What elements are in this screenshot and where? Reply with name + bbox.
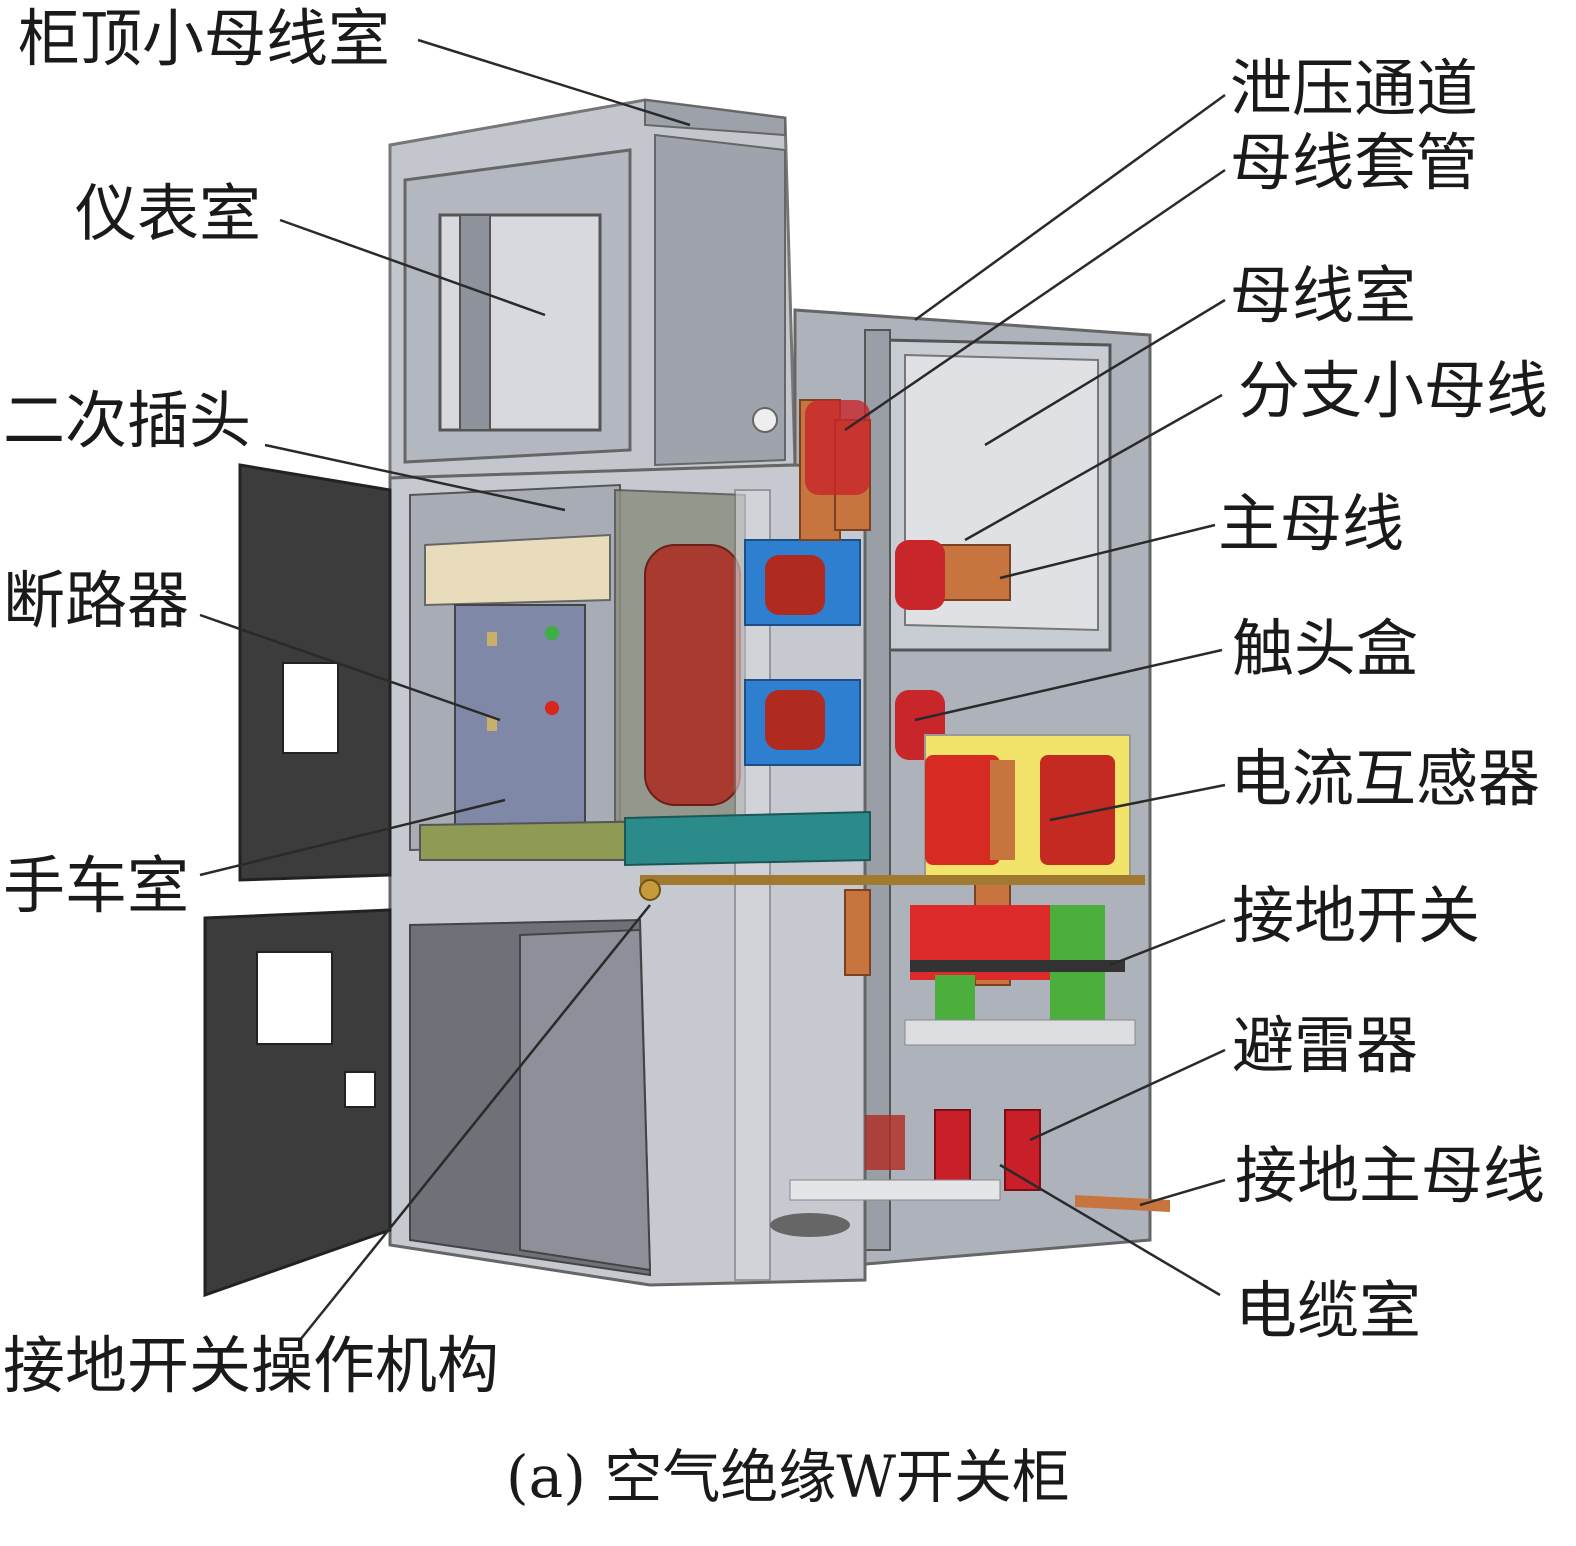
- label-branch-small-busbar: 分支小母线: [1238, 354, 1549, 427]
- instrument-room-box: [388, 98, 797, 480]
- label-handcart-room: 手车室: [3, 849, 190, 922]
- circuit-breaker: [424, 488, 746, 837]
- label-surge-arrester: 避雷器: [1232, 1009, 1419, 1082]
- label-current-transformer: 电流互感器: [1230, 742, 1541, 815]
- label-cable-room: 电缆室: [1235, 1274, 1422, 1347]
- lower-door: [203, 908, 392, 1298]
- label-earthing-switch-mechanism: 接地开关操作机构: [3, 1329, 500, 1402]
- earthing-main-busbar: [770, 1179, 1170, 1237]
- current-transformers: [924, 734, 1131, 881]
- handcart-rail: [419, 810, 871, 867]
- figure-caption: (a) 空气绝缘W开关柜: [506, 1443, 1070, 1511]
- label-busbar-bushing: 母线套管: [1230, 126, 1479, 199]
- busbar-bushings: [744, 539, 861, 766]
- label-main-busbar: 主母线: [1218, 487, 1405, 560]
- label-pressure-relief-channel: 泄压通道: [1230, 52, 1479, 125]
- label-busbar-room: 母线室: [1230, 259, 1417, 332]
- label-circuit-breaker: 断路器: [3, 564, 190, 637]
- label-earthing-main-busbar: 接地主母线: [1235, 1139, 1546, 1212]
- surge-arresters: [865, 1109, 1041, 1191]
- leader-lines: [199, 38, 1226, 1341]
- label-secondary-plug: 二次插头: [3, 384, 252, 457]
- label-instrument-room: 仪表室: [75, 177, 262, 250]
- label-top-small-busbar-room: 柜顶小母线室: [18, 2, 391, 75]
- upper-door: [238, 463, 392, 882]
- label-earthing-switch: 接地开关: [1232, 879, 1481, 952]
- label-contact-box: 触头盒: [1232, 612, 1419, 685]
- earthing-switch: [639, 875, 1145, 1046]
